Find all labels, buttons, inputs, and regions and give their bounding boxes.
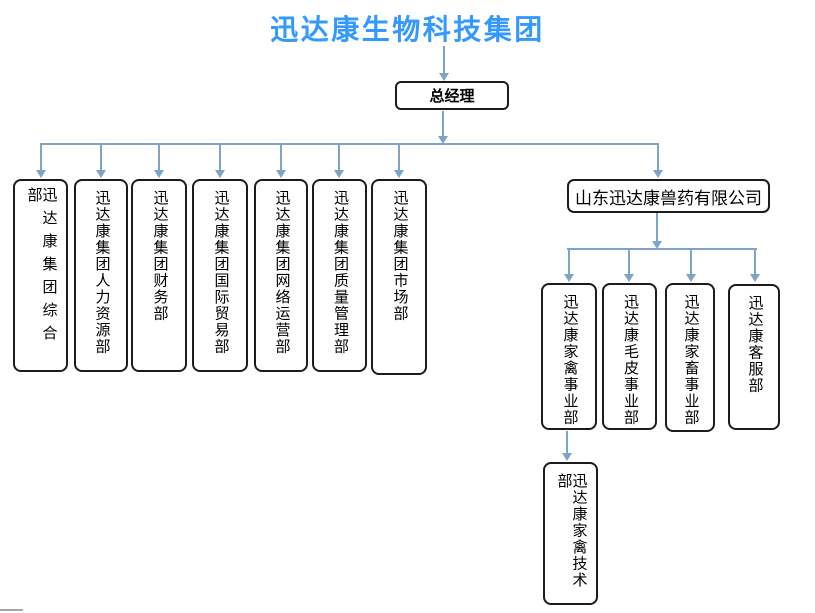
- arrow-down-icon: [624, 274, 634, 282]
- connector-sdept1-to-tdept: [566, 431, 568, 454]
- arrow-down-icon: [215, 170, 225, 178]
- arrow-down-icon: [394, 170, 404, 178]
- node-dept-label: 迅达康集团市场部: [391, 190, 408, 322]
- connector-subsidiary-to-rail2: [656, 213, 658, 242]
- node-dept-general-affairs: 迅达康集团综合部: [13, 179, 68, 372]
- arrow-down-icon: [686, 274, 696, 282]
- node-sdept-label: 迅达康客服部: [746, 295, 763, 394]
- node-sdept-label: 迅达康毛皮事业部: [622, 294, 638, 426]
- node-dept-label: 迅达康集团质量管理部: [332, 190, 348, 355]
- node-dept-human-resources: 迅达康集团人力资源部: [74, 179, 128, 372]
- connector-rail1-dept5: [280, 145, 282, 171]
- connector-rail2-sdept2: [628, 250, 630, 275]
- node-general-manager: 总经理: [395, 81, 509, 110]
- chart-title: 迅达康生物科技集团: [270, 15, 545, 46]
- node-dept-label: 迅达康集团网络运营部: [273, 190, 290, 355]
- rail-level1: [40, 143, 659, 145]
- arrow-down-icon: [653, 170, 663, 178]
- node-dept-label: 迅达康集团财务部: [151, 190, 168, 322]
- page-edge-mark: [0, 609, 23, 611]
- node-sdept-customer-service: 迅达康客服部: [728, 284, 780, 430]
- arrow-down-icon: [750, 274, 760, 282]
- node-sdept-label: 迅达康家禽事业部: [561, 294, 578, 426]
- arrow-down-icon: [564, 274, 574, 282]
- node-poultry-technical-dept: 迅达康家禽技术部: [543, 462, 598, 605]
- node-sdept-poultry-division: 迅达康家禽事业部: [541, 283, 597, 430]
- node-general-manager-label: 总经理: [429, 89, 475, 105]
- node-sdept-label: 迅达康家畜事业部: [682, 294, 699, 426]
- connector-rail2-sdept4: [754, 250, 756, 275]
- connector-rail1-dept6: [338, 145, 340, 171]
- arrow-down-icon: [154, 170, 164, 178]
- node-sdept-livestock-division: 迅达康家畜事业部: [665, 283, 715, 432]
- node-tdept-label: 迅达康家禽技术部: [555, 473, 587, 589]
- connector-rail1-dept2: [100, 145, 102, 171]
- arrow-down-icon: [96, 170, 106, 178]
- node-subsidiary-label: 山东迅达康兽药有限公司: [575, 188, 762, 208]
- node-dept-quality-management: 迅达康集团质量管理部: [312, 179, 367, 372]
- node-dept-label: 迅达康集团人力资源部: [93, 190, 110, 355]
- arrow-down-icon: [562, 453, 572, 461]
- node-dept-finance: 迅达康集团财务部: [131, 179, 187, 372]
- arrow-down-icon: [334, 170, 344, 178]
- connector-rail1-subsidiary: [657, 145, 659, 171]
- arrow-down-icon: [439, 73, 449, 81]
- arrow-down-icon: [438, 136, 448, 144]
- node-dept-label: 迅达康集团国际贸易部: [212, 190, 229, 355]
- node-subsidiary-company: 山东迅达康兽药有限公司: [567, 179, 770, 213]
- arrow-down-icon: [36, 170, 46, 178]
- node-sdept-fur-division: 迅达康毛皮事业部: [602, 283, 657, 430]
- node-dept-international-trade: 迅达康集团国际贸易部: [192, 179, 248, 372]
- connector-root-to-rail1: [442, 111, 444, 137]
- connector-rail2-sdept1: [568, 250, 570, 275]
- node-dept-network-operations: 迅达康集团网络运营部: [254, 179, 308, 372]
- connector-rail1-dept1: [40, 145, 42, 171]
- connector-rail2-sdept3: [690, 250, 692, 275]
- connector-rail1-dept3: [158, 145, 160, 171]
- connector-title-to-root: [443, 46, 445, 74]
- node-dept-marketing: 迅达康集团市场部: [371, 179, 427, 375]
- node-dept-label: 迅达康集团综合部: [25, 187, 57, 348]
- connector-rail1-dept7: [398, 145, 400, 171]
- arrow-down-icon: [652, 241, 662, 249]
- connector-rail1-dept4: [219, 145, 221, 171]
- arrow-down-icon: [276, 170, 286, 178]
- rail-level2: [567, 248, 757, 250]
